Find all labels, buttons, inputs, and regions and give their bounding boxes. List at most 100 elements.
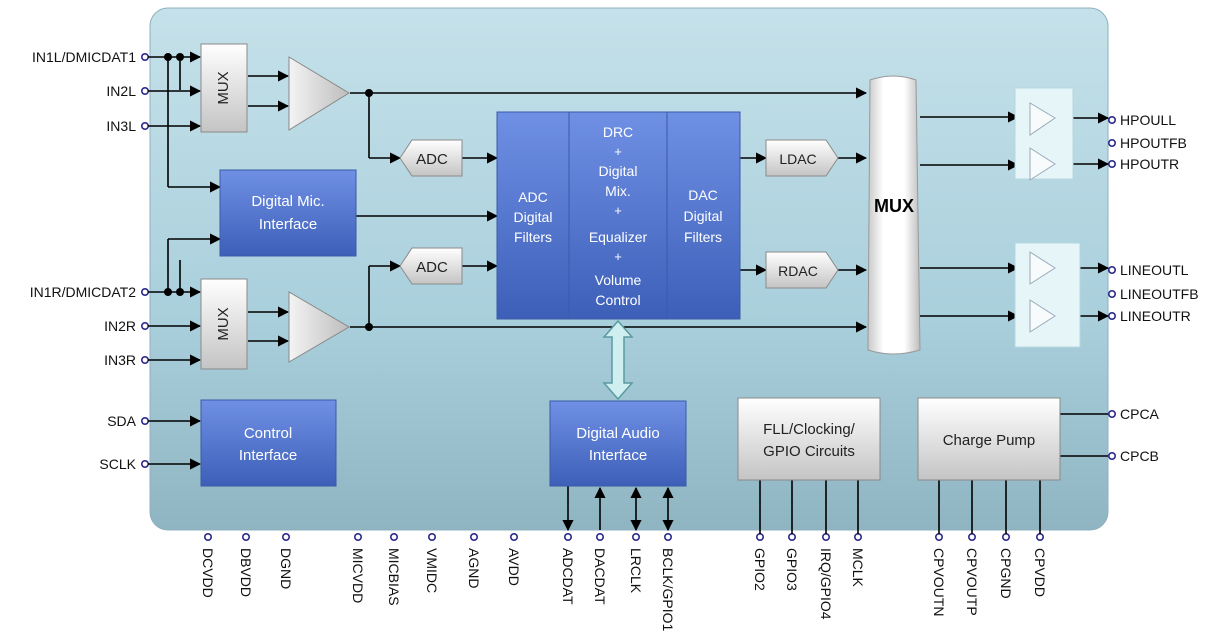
mux-bottom: MUX	[200, 278, 248, 370]
svg-text:Interface: Interface	[259, 216, 317, 233]
pin-label-right-1: HPOUTFB	[1120, 135, 1187, 151]
pin-label-left-5: IN3R	[104, 352, 136, 368]
drc-mix-block: DRC + Digital Mix. + Equalizer + Volume …	[568, 111, 668, 320]
pin-right-4-pin-dot	[1108, 289, 1117, 298]
svg-text:Interface: Interface	[239, 447, 297, 464]
pin-label-left-1: IN2L	[106, 83, 136, 99]
pin-label-right-3: LINEOUTL	[1120, 262, 1189, 278]
svg-text:Filters: Filters	[514, 229, 552, 245]
pin-bottom-17-pin-dot	[967, 532, 976, 541]
pin-left-1-pin-dot	[141, 87, 150, 96]
adc-top: ADC	[399, 139, 463, 177]
pin-right-2-pin-dot	[1108, 160, 1117, 169]
svg-text:Mix.: Mix.	[605, 183, 631, 199]
pin-label-left-4: IN2R	[104, 318, 136, 334]
pin-label-bottom-3: MICVDD	[350, 548, 366, 603]
pin-left-7-pin-dot	[141, 459, 150, 468]
svg-text:Filters: Filters	[684, 229, 722, 245]
digital-mic-interface: Digital Mic. Interface	[219, 169, 357, 257]
pin-bottom-13-pin-dot	[787, 532, 796, 541]
svg-text:FLL/Clocking/: FLL/Clocking/	[763, 421, 856, 438]
pin-left-2-pin-dot	[141, 122, 150, 131]
pin-bottom-19-pin-dot	[1036, 532, 1045, 541]
charge-pump: Charge Pump	[917, 397, 1061, 481]
pin-label-right-4: LINEOUTFB	[1120, 286, 1199, 302]
pin-label-bottom-4: MICBIAS	[386, 548, 402, 606]
svg-text:Digital: Digital	[684, 208, 723, 224]
svg-text:+: +	[614, 203, 622, 218]
pin-label-right-6: CPCA	[1120, 406, 1160, 422]
pin-label-right-2: HPOUTR	[1120, 156, 1179, 172]
pin-bottom-9-pin-dot	[595, 532, 604, 541]
pin-left-5-pin-dot	[141, 355, 150, 364]
pin-label-bottom-6: AGND	[466, 548, 482, 588]
svg-text:ADC: ADC	[518, 189, 548, 205]
digital-audio-interface: Digital Audio Interface	[549, 400, 687, 487]
control-interface: Control Interface	[200, 399, 337, 487]
ldac: LDAC	[765, 139, 839, 177]
pin-left-6-pin-dot	[141, 416, 150, 425]
pin-bottom-5-pin-dot	[427, 532, 436, 541]
svg-text:Digital Mic.: Digital Mic.	[251, 193, 324, 210]
svg-text:+: +	[614, 144, 622, 159]
mux-bottom-label: MUX	[215, 307, 232, 340]
pin-label-bottom-10: LRCLK	[628, 548, 644, 594]
pin-right-0-pin-dot	[1108, 116, 1117, 125]
svg-text:ADC: ADC	[416, 259, 448, 276]
pin-right-3-pin-dot	[1108, 265, 1117, 274]
mux-top: MUX	[200, 43, 248, 133]
pin-label-bottom-16: CPVOUTN	[931, 548, 947, 616]
pin-label-left-7: SCLK	[99, 456, 136, 472]
pin-right-1-pin-dot	[1108, 139, 1117, 148]
dac-digital-filters: DAC Digital Filters	[666, 111, 741, 320]
svg-text:DAC: DAC	[688, 187, 718, 203]
pin-label-bottom-13: GPIO3	[784, 548, 800, 591]
pin-label-bottom-2: DGND	[278, 548, 294, 589]
pin-label-left-3: IN1R/DMICDAT2	[30, 284, 137, 300]
pin-label-left-6: SDA	[107, 413, 136, 429]
pin-bottom-16-pin-dot	[934, 532, 943, 541]
pin-label-bottom-0: DCVDD	[200, 548, 216, 598]
pin-left-3-pin-dot	[141, 287, 150, 296]
svg-text:Interface: Interface	[589, 447, 647, 464]
pin-bottom-1-pin-dot	[242, 532, 251, 541]
pin-bottom-7-pin-dot	[509, 532, 518, 541]
pin-label-right-5: LINEOUTR	[1120, 308, 1191, 324]
svg-text:MUX: MUX	[874, 196, 914, 216]
svg-text:DRC: DRC	[603, 124, 633, 140]
svg-text:Control: Control	[244, 425, 292, 442]
pin-label-bottom-17: CPVOUTP	[964, 548, 980, 616]
pin-label-bottom-7: AVDD	[506, 548, 522, 586]
pin-bottom-18-pin-dot	[1001, 532, 1010, 541]
amp-top	[288, 56, 350, 131]
svg-text:RDAC: RDAC	[778, 263, 818, 279]
pin-bottom-14-pin-dot	[821, 532, 830, 541]
pin-bottom-15-pin-dot	[853, 532, 862, 541]
pin-bottom-6-pin-dot	[469, 532, 478, 541]
svg-text:Digital: Digital	[514, 209, 553, 225]
svg-text:Volume: Volume	[595, 272, 642, 288]
pin-right-5-pin-dot	[1108, 311, 1117, 320]
pin-label-left-0: IN1L/DMICDAT1	[32, 49, 136, 65]
pin-bottom-11-pin-dot	[663, 532, 672, 541]
svg-text:Digital Audio: Digital Audio	[576, 425, 659, 442]
adc-bottom: ADC	[399, 247, 463, 285]
pin-label-bottom-5: VMIDC	[424, 548, 440, 593]
pin-right-7-pin-dot	[1108, 451, 1117, 460]
pin-label-bottom-15: MCLK	[850, 548, 866, 588]
pin-label-bottom-18: CPGND	[998, 548, 1014, 599]
hp-output-buffers	[1014, 87, 1074, 181]
svg-text:Equalizer: Equalizer	[589, 229, 648, 245]
pin-label-bottom-12: GPIO2	[752, 548, 768, 591]
fll-clocking-gpio: FLL/Clocking/ GPIO Circuits	[737, 397, 881, 481]
amp-bottom	[288, 291, 350, 363]
pin-bottom-8-pin-dot	[563, 532, 572, 541]
pin-bottom-4-pin-dot	[389, 532, 398, 541]
pin-right-6-pin-dot	[1108, 409, 1117, 418]
bus-double-arrow	[602, 319, 634, 401]
svg-text:Control: Control	[595, 292, 640, 308]
mux-top-label: MUX	[215, 71, 232, 104]
pin-left-0-pin-dot	[141, 52, 150, 61]
